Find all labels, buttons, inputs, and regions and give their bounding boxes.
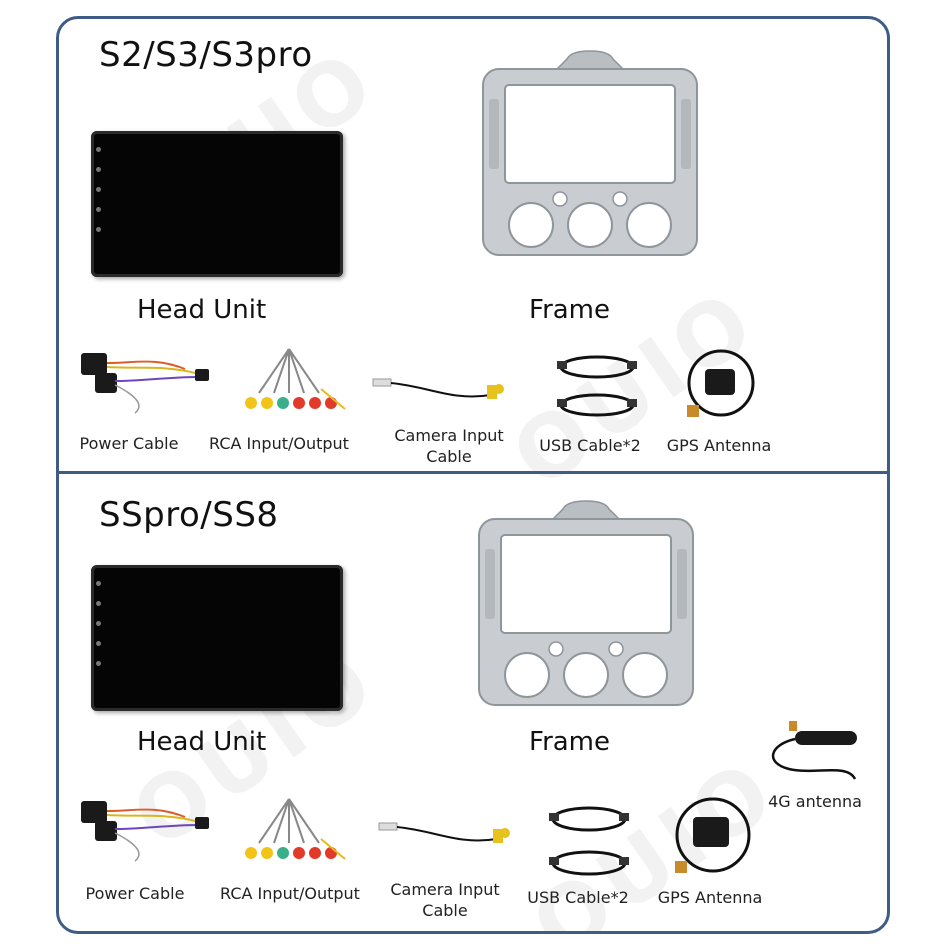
usb-cable-label: USB Cable*2: [539, 436, 641, 455]
rca-cable-image: [245, 348, 346, 410]
rca-label: RCA Input/Output: [209, 434, 349, 453]
camera-cable-label-line2: Cable: [426, 447, 472, 466]
gps-antenna-label: GPS Antenna: [666, 436, 772, 455]
head-unit-label: Head Unit: [137, 295, 267, 325]
frame-label: Frame: [529, 295, 611, 325]
section-title: SSpro/SS8: [99, 495, 279, 535]
power-cable-image: [81, 353, 209, 414]
head-unit-image: [91, 131, 343, 277]
lte-antenna-label: 4G antenna: [768, 792, 862, 811]
camera-cable-image: [378, 822, 510, 843]
camera-cable-image: [372, 378, 504, 399]
rca-label: RCA Input/Output: [220, 884, 360, 903]
camera-cable-label-line1: Camera Input: [394, 426, 504, 445]
gps-antenna-image: [687, 349, 755, 417]
camera-cable-label-line2: Cable: [422, 901, 468, 920]
camera-cable-label: Camera Input Cable: [377, 879, 513, 921]
package-contents-card: OUIO OUIO OUIO OUIO S2/S3/S3pro Head Uni…: [56, 16, 890, 934]
power-cable-label: Power Cable: [79, 434, 179, 453]
power-cable-image: [81, 801, 209, 862]
head-unit-label: Head Unit: [137, 727, 267, 757]
section-title: S2/S3/S3pro: [99, 35, 313, 75]
usb-cable-label: USB Cable*2: [527, 888, 629, 907]
rca-cable-image: [245, 798, 346, 860]
lte-antenna-image: [771, 721, 857, 780]
usb-cable-image: [549, 806, 629, 876]
camera-cable-label-line1: Camera Input: [390, 880, 500, 899]
frame-image: [478, 500, 694, 706]
section-divider: [59, 471, 887, 474]
gps-antenna-image: [675, 797, 751, 873]
camera-cable-label: Camera Input Cable: [381, 425, 517, 467]
power-cable-label: Power Cable: [85, 884, 185, 903]
head-unit-image: [91, 565, 343, 711]
usb-cable-image: [557, 355, 637, 417]
gps-antenna-label: GPS Antenna: [657, 888, 763, 907]
frame-image: [482, 50, 698, 256]
frame-label: Frame: [529, 727, 611, 757]
